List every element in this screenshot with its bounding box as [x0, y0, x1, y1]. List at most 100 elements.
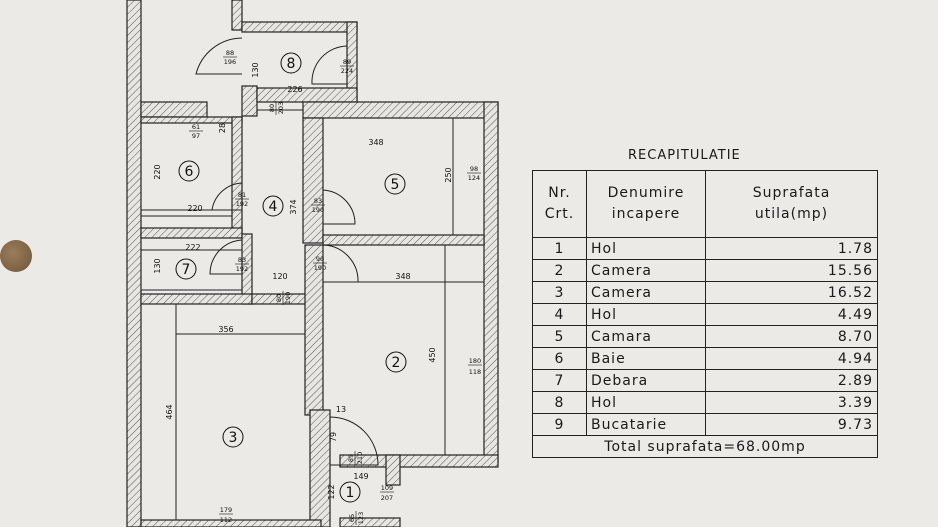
svg-text:61: 61	[192, 123, 200, 131]
svg-text:203: 203	[277, 102, 285, 114]
dim-130-hol: 130	[251, 62, 260, 77]
dim-122: 122	[327, 484, 336, 499]
svg-text:224: 224	[341, 67, 353, 75]
svg-text:88: 88	[226, 49, 234, 57]
room-markers: 1 2 3 4 5 6 7 8	[175, 52, 407, 503]
svg-text:3: 3	[229, 430, 238, 446]
table-total-row: Total suprafata=68.00mp	[532, 435, 878, 458]
svg-text:4: 4	[269, 199, 278, 215]
svg-text:196: 196	[224, 58, 236, 66]
dim-120: 120	[272, 272, 287, 281]
svg-text:81: 81	[238, 191, 246, 199]
room-marker-5: 5	[384, 173, 406, 195]
table-title: RECAPITULATIE	[628, 148, 741, 163]
svg-text:192: 192	[236, 265, 248, 273]
walls	[126, 0, 499, 527]
svg-text:207: 207	[381, 494, 393, 502]
paper-stain	[0, 240, 32, 272]
total-area: Total suprafata=68.00mp	[532, 435, 878, 458]
floor-plan: 1 2 3 4 5 6 7 8 226	[126, 0, 499, 527]
svg-text:98: 98	[470, 165, 478, 173]
svg-text:80: 80	[268, 104, 276, 112]
svg-text:1: 1	[346, 485, 355, 501]
dimension-labels: 226 348 348 220 222 120 356 13 149 220 1…	[153, 62, 453, 499]
dim-250: 250	[444, 167, 453, 182]
dim-356: 356	[218, 325, 233, 334]
svg-text:180: 180	[469, 357, 481, 365]
room-marker-6: 6	[178, 160, 200, 182]
dim-28: 28	[218, 123, 227, 133]
dim-220-vertical: 220	[153, 164, 162, 179]
svg-text:65: 65	[348, 514, 356, 522]
svg-text:124: 124	[468, 174, 480, 182]
dim-348-room2: 348	[395, 272, 410, 281]
svg-text:190: 190	[314, 264, 326, 272]
svg-text:123: 123	[357, 512, 365, 524]
svg-text:90: 90	[316, 255, 324, 263]
svg-text:112: 112	[220, 516, 232, 524]
inner-lines	[140, 109, 484, 520]
svg-text:190: 190	[312, 206, 324, 214]
dim-450: 450	[428, 347, 437, 362]
svg-text:210: 210	[356, 452, 364, 464]
room-marker-3: 3	[222, 426, 244, 448]
svg-text:83: 83	[314, 197, 322, 205]
svg-text:5: 5	[391, 177, 400, 193]
svg-text:80: 80	[275, 294, 283, 302]
dim-222: 222	[185, 243, 200, 252]
header-nr: Nr.Crt.	[532, 170, 587, 238]
svg-text:7: 7	[182, 262, 191, 278]
room-marker-1: 1	[339, 481, 361, 503]
svg-text:179: 179	[220, 506, 232, 514]
dim-464: 464	[165, 404, 174, 419]
room-marker-7: 7	[175, 258, 197, 280]
svg-text:190: 190	[284, 292, 292, 304]
dim-79: 79	[329, 432, 338, 442]
dim-130: 130	[153, 258, 162, 273]
dim-149: 149	[353, 472, 368, 481]
room-marker-4: 4	[262, 195, 284, 217]
svg-text:97: 97	[192, 132, 200, 140]
svg-text:89: 89	[347, 454, 355, 462]
svg-text:192: 192	[236, 200, 248, 208]
room-marker-8: 8	[280, 52, 302, 74]
svg-text:8: 8	[287, 56, 296, 72]
dim-220-bath: 220	[187, 204, 202, 213]
dim-348-top: 348	[368, 138, 383, 147]
svg-text:2: 2	[392, 355, 401, 371]
room-marker-2: 2	[385, 351, 407, 373]
svg-text:83: 83	[238, 256, 246, 264]
dim-13: 13	[336, 405, 346, 414]
dim-226: 226	[287, 85, 302, 94]
dim-374: 374	[289, 199, 298, 214]
svg-text:6: 6	[185, 164, 194, 180]
svg-text:89: 89	[343, 58, 351, 66]
